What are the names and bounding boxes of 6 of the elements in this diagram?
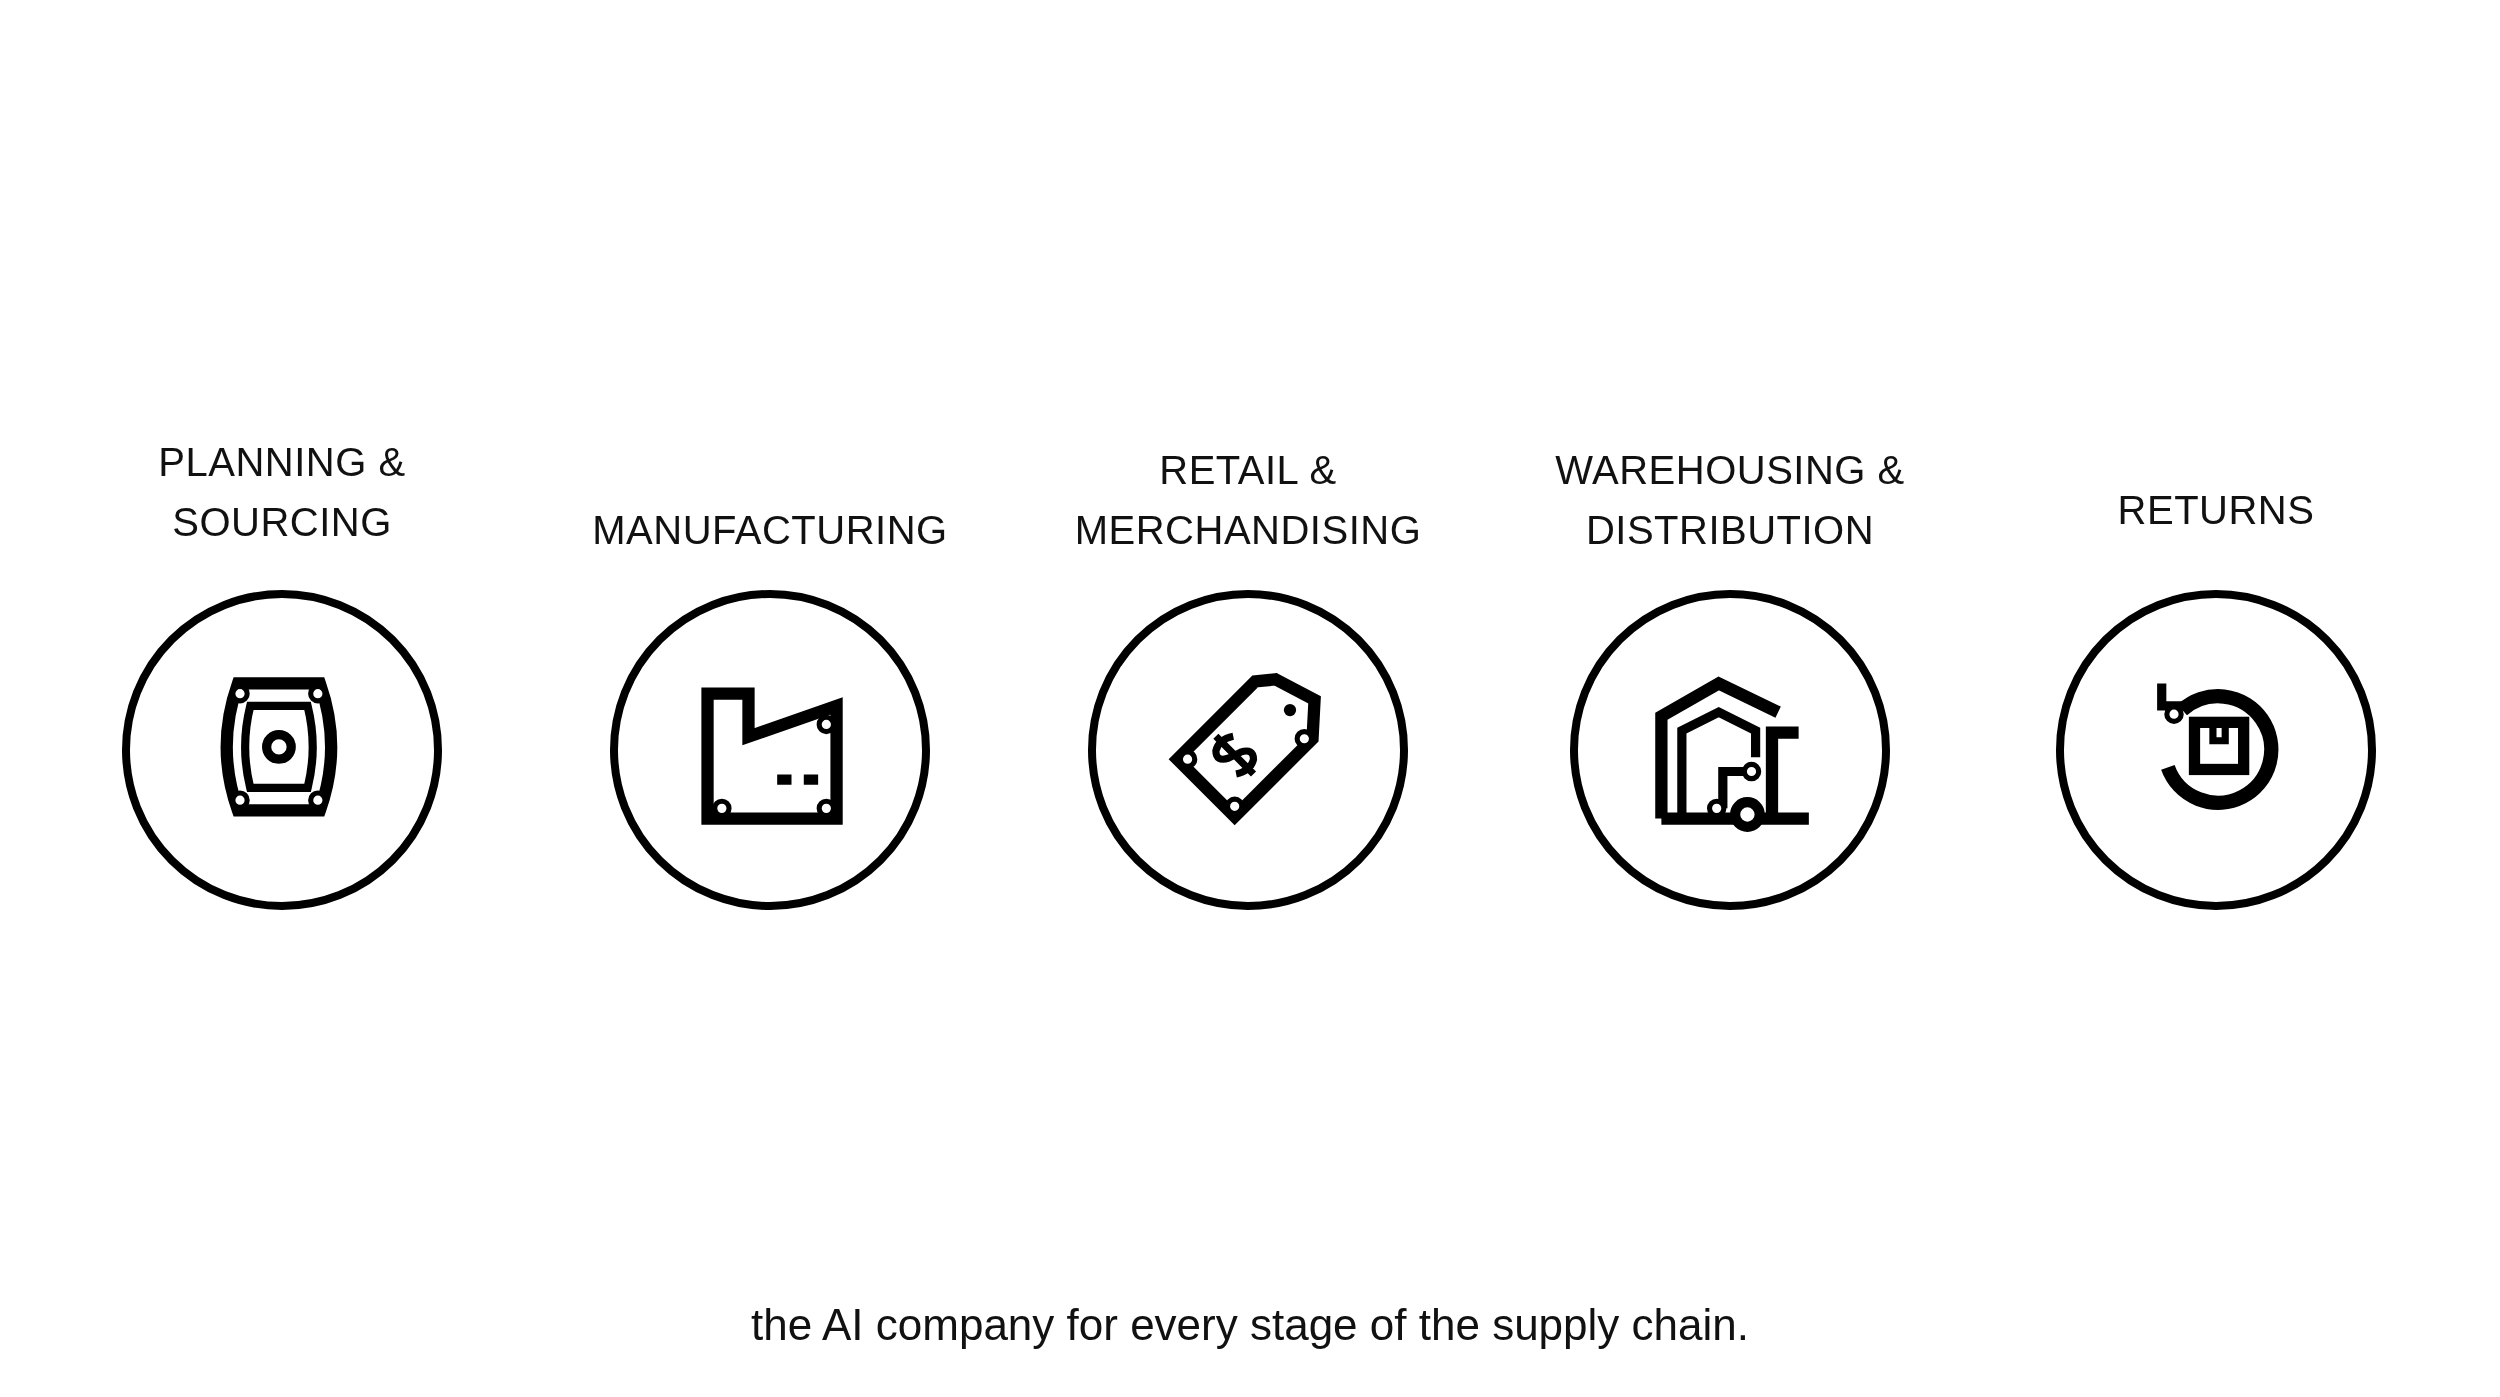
caption: the AI company for every stage of the supply chain.: [750, 1300, 1750, 1350]
stage-heading: RETAIL & MERCHANDISING: [1073, 447, 1423, 554]
stage-heading: RETURNS: [2117, 487, 2315, 534]
stage-heading: MANUFACTURING: [592, 507, 948, 554]
stage-heading: PLANNING & SOURCING: [157, 439, 407, 546]
stage-heading: WAREHOUSING & DISTRIBUTION: [1554, 447, 1906, 554]
